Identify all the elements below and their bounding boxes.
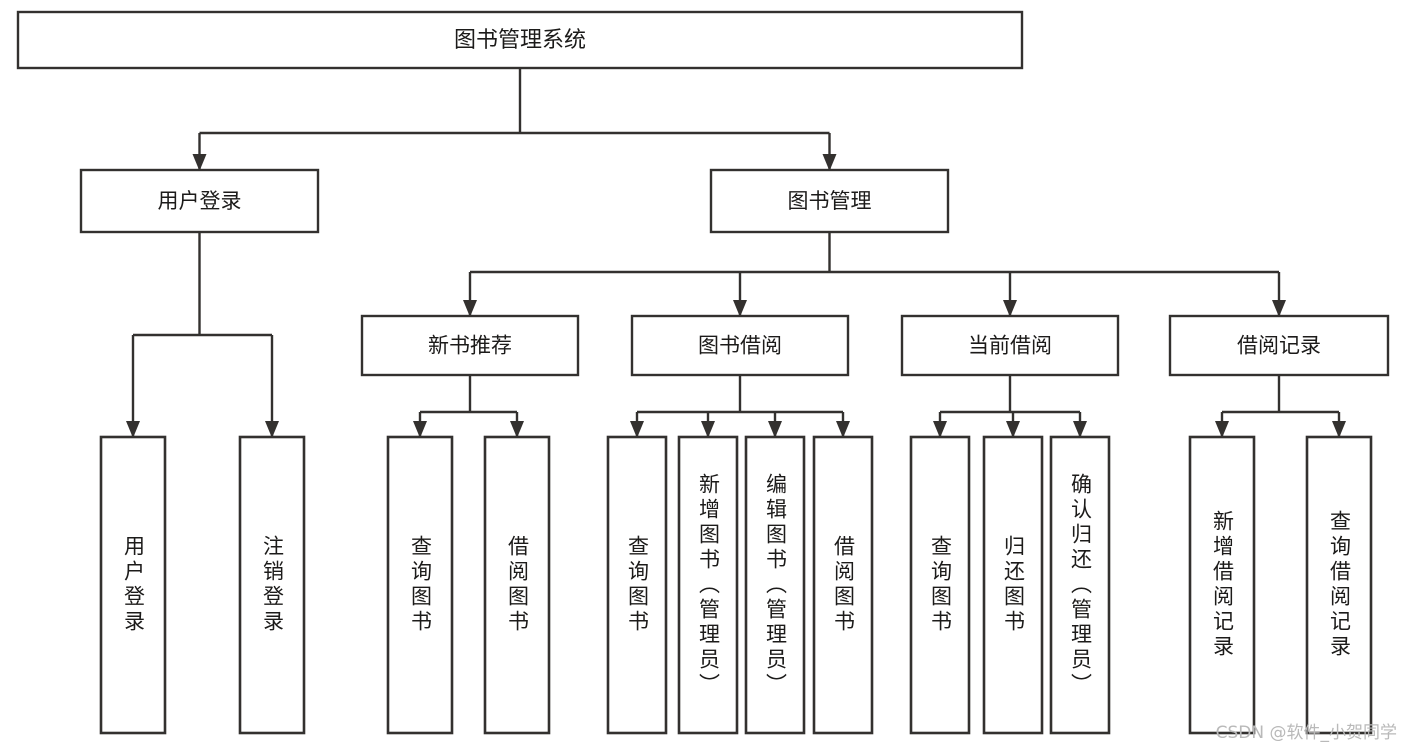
leaf-box-leaf-return-book[interactable] xyxy=(982,435,1044,735)
leaf-box-leaf-query-book-cb[interactable] xyxy=(909,435,971,735)
arrowhead-icon xyxy=(1215,421,1229,438)
node-box-user-login[interactable] xyxy=(79,168,320,234)
connector-links-layer xyxy=(126,68,1346,438)
arrowhead-icon xyxy=(1272,300,1286,317)
leaf-box-leaf-logout[interactable] xyxy=(238,435,306,735)
node-label-book-borrow: 图书借阅 xyxy=(698,334,782,358)
arrowhead-icon xyxy=(701,421,715,438)
node-box-book-borrow[interactable] xyxy=(630,314,850,377)
arrowhead-icon xyxy=(510,421,524,438)
leaf-box-leaf-query-record[interactable] xyxy=(1305,435,1373,735)
arrowhead-icon xyxy=(1073,421,1087,438)
leaf-box-leaf-query-book-nb[interactable] xyxy=(386,435,454,735)
arrowhead-icon xyxy=(733,300,747,317)
node-box-root[interactable] xyxy=(16,10,1024,70)
arrowhead-icon xyxy=(1006,421,1020,438)
leaf-box-leaf-borrow-book-bb[interactable] xyxy=(812,435,874,735)
leaf-box-leaf-user-login[interactable] xyxy=(99,435,167,735)
node-label-root: 图书管理系统 xyxy=(454,28,586,53)
leaf-box-leaf-borrow-book-nb[interactable] xyxy=(483,435,551,735)
arrowhead-icon xyxy=(265,421,279,438)
arrowhead-icon xyxy=(768,421,782,438)
leaf-box-leaf-edit-book-admin[interactable] xyxy=(744,435,806,735)
node-label-book-management: 图书管理 xyxy=(788,189,872,213)
node-label-borrow-records: 借阅记录 xyxy=(1237,334,1321,358)
arrowhead-icon xyxy=(822,154,837,171)
arrowhead-icon xyxy=(463,300,477,317)
node-label-new-book-recommend: 新书推荐 xyxy=(428,334,512,358)
leaf-box-leaf-add-book-admin[interactable] xyxy=(677,435,739,735)
arrowhead-icon xyxy=(413,421,427,438)
arrowhead-icon xyxy=(1332,421,1346,438)
arrowhead-icon xyxy=(630,421,644,438)
arrowhead-icon xyxy=(1003,300,1017,317)
node-boxes-layer xyxy=(16,10,1390,735)
leaf-box-leaf-query-book-bb[interactable] xyxy=(606,435,668,735)
node-box-new-book-recommend[interactable] xyxy=(360,314,580,377)
node-box-book-management[interactable] xyxy=(709,168,950,234)
leaf-box-leaf-confirm-return[interactable] xyxy=(1049,435,1111,735)
node-label-current-borrow: 当前借阅 xyxy=(968,334,1052,358)
node-label-user-login: 用户登录 xyxy=(158,189,242,213)
arrowhead-icon xyxy=(836,421,850,438)
csdn-watermark: CSDN @软件_小贺同学 xyxy=(1215,723,1397,743)
arrowhead-icon xyxy=(192,154,207,171)
arrowhead-icon xyxy=(126,421,140,438)
node-box-borrow-records[interactable] xyxy=(1168,314,1390,377)
node-box-current-borrow[interactable] xyxy=(900,314,1120,377)
leaf-box-leaf-add-record[interactable] xyxy=(1188,435,1256,735)
arrowhead-icon xyxy=(933,421,947,438)
